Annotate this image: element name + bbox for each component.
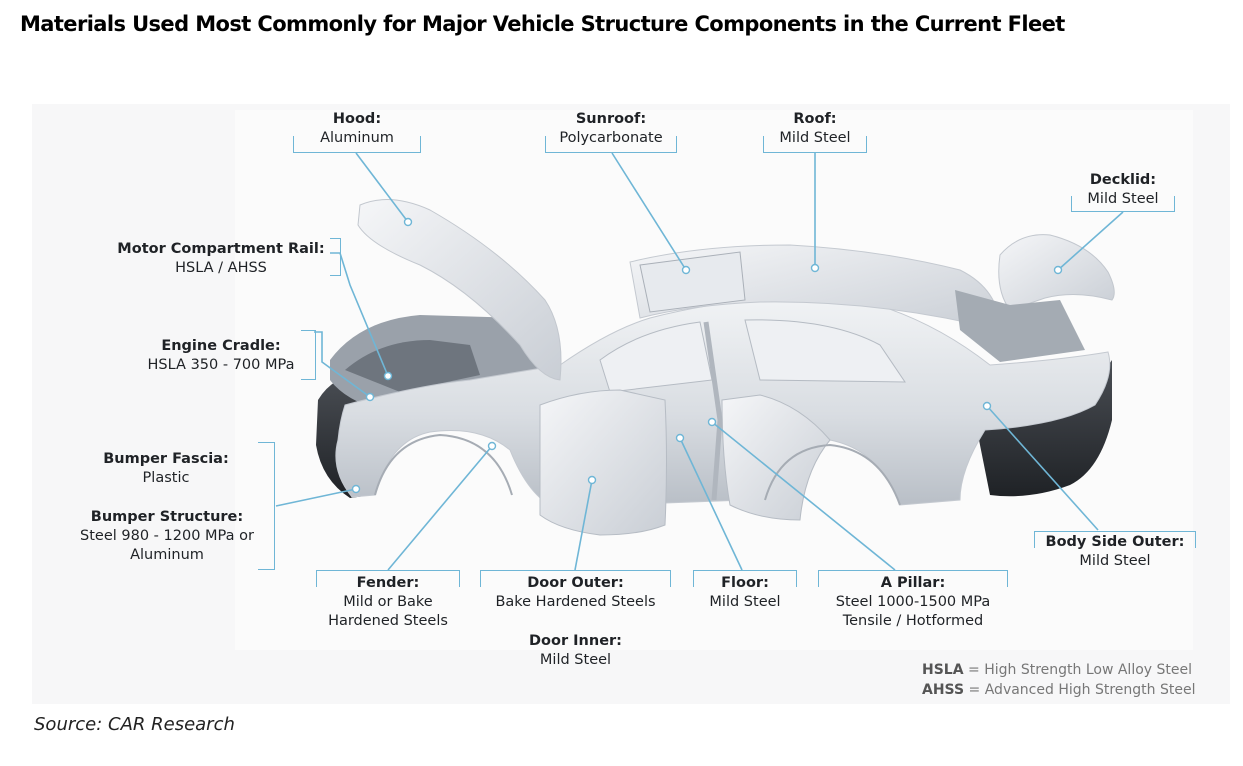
callout-engine-cradle: Engine Cradle: HSLA 350 - 700 MPa [130, 337, 312, 375]
callout-door-inner-name: Door Inner: [529, 633, 622, 649]
callout-roof-name: Roof: [793, 111, 837, 127]
window-rear [744, 319, 906, 383]
callout-a-pillar-material-1: Steel 1000-1500 MPa [835, 594, 991, 610]
callout-bumper-fascia-material: Plastic [142, 470, 190, 486]
callout-floor-name: Floor: [721, 575, 769, 591]
sunroof-frame [639, 251, 746, 313]
legend-ahss: AHSS = Advanced High Strength Steel [922, 680, 1195, 700]
bracket-engine-cradle [301, 330, 316, 380]
callout-engine-cradle-name: Engine Cradle: [161, 338, 281, 354]
callout-hood-material: Aluminum [320, 130, 394, 146]
callout-door-inner: Door Inner: Mild Steel [480, 632, 671, 670]
front-wheel-arch [374, 433, 513, 496]
callout-bumper-fascia-name: Bumper Fascia: [103, 451, 229, 467]
callout-body-side-outer-material: Mild Steel [1079, 553, 1151, 569]
callout-roof: Roof: Mild Steel [763, 110, 867, 148]
callout-door-outer: Door Outer: Bake Hardened Steels [480, 574, 671, 612]
callout-engine-cradle-material: HSLA 350 - 700 MPa [147, 357, 295, 373]
bracket-body-side-outer [1034, 531, 1196, 548]
callout-bumper-structure-material-2: Aluminum [130, 547, 204, 563]
callout-floor: Floor: Mild Steel [693, 574, 797, 612]
callout-floor-material: Mild Steel [709, 594, 781, 610]
callout-decklid: Decklid: Mild Steel [1071, 171, 1175, 209]
callout-decklid-name: Decklid: [1089, 172, 1157, 188]
window-front [599, 321, 713, 393]
callout-body-side-outer-name: Body Side Outer: [1045, 534, 1185, 550]
bracket-motor-rail [330, 238, 341, 276]
callout-fender-material-1: Mild or Bake [343, 594, 433, 610]
callout-decklid-material: Mild Steel [1087, 191, 1159, 207]
legend-hsla-text: = High Strength Low Alloy Steel [963, 662, 1192, 678]
callout-bumper-fascia: Bumper Fascia: Plastic [86, 450, 246, 488]
leader-endpoints [351, 217, 1063, 494]
bracket-decklid [1071, 196, 1175, 212]
callout-body-side-outer: Body Side Outer: Mild Steel [1034, 533, 1196, 571]
front-bumper [316, 375, 372, 498]
callout-a-pillar-name: A Pillar: [880, 575, 946, 591]
bracket-bumper [258, 442, 275, 570]
leader-lines [275, 152, 1124, 571]
callout-motor-rail: Motor Compartment Rail: HSLA / AHSS [110, 240, 332, 278]
callout-fender-material-2: Hardened Steels [328, 613, 448, 629]
legend-ahss-abbr: AHSS [922, 682, 965, 698]
rear-door [721, 394, 831, 521]
bracket-hood [293, 136, 421, 153]
callout-bumper-structure-name: Bumper Structure: [90, 509, 244, 525]
callout-hood: Hood: Aluminum [293, 110, 421, 148]
callout-motor-rail-name: Motor Compartment Rail: [117, 241, 325, 257]
callout-fender: Fender: Mild or Bake Hardened Steels [316, 574, 460, 631]
callout-hood-name: Hood: [332, 111, 382, 127]
source-caption: Source: CAR Research [34, 714, 235, 735]
callout-sunroof-material: Polycarbonate [559, 130, 663, 146]
callout-fender-name: Fender: [356, 575, 420, 591]
callout-bumper-structure-material-1: Steel 980 - 1200 MPa or [80, 528, 254, 544]
callout-door-inner-material: Mild Steel [539, 652, 612, 668]
callout-door-outer-name: Door Outer: [527, 575, 624, 591]
bracket-a-pillar [818, 570, 1008, 587]
callout-sunroof: Sunroof: Polycarbonate [545, 110, 677, 148]
abbreviation-legend: HSLA = High Strength Low Alloy Steel AHS… [922, 660, 1195, 700]
callout-roof-material: Mild Steel [779, 130, 851, 146]
legend-hsla-abbr: HSLA [922, 662, 964, 678]
bracket-fender [316, 570, 460, 587]
callout-motor-rail-material: HSLA / AHSS [175, 260, 267, 276]
callout-a-pillar-material-2: Tensile / Hotformed [842, 613, 984, 629]
bracket-sunroof [545, 136, 677, 153]
legend-ahss-text: = Advanced High Strength Steel [964, 682, 1196, 698]
front-door [539, 389, 667, 536]
callout-a-pillar: A Pillar: Steel 1000-1500 MPa Tensile / … [818, 574, 1008, 631]
bracket-floor [693, 570, 797, 587]
bracket-door-outer [480, 570, 671, 587]
page-title: Materials Used Most Commonly for Major V… [20, 12, 1065, 36]
open-hood [357, 199, 562, 381]
bracket-roof [763, 136, 867, 153]
callout-bumper-structure: Bumper Structure: Steel 980 - 1200 MPa o… [62, 508, 272, 565]
callout-sunroof-name: Sunroof: [575, 111, 647, 127]
legend-hsla: HSLA = High Strength Low Alloy Steel [922, 660, 1195, 680]
rear-wheel-arch [764, 443, 901, 506]
callout-door-outer-material: Bake Hardened Steels [495, 594, 656, 610]
